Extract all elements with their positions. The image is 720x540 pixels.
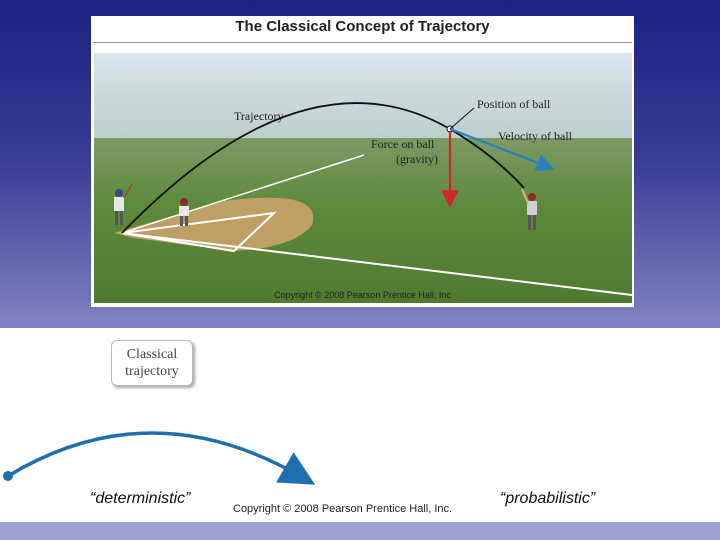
classical-box-line2: trajectory [125,364,179,379]
position-pointer [449,107,475,130]
foul-line-right [121,232,632,296]
bottom-copyright: Copyright © 2008 Pearson Prentice Hall, … [233,503,453,515]
force-label-line1: Force on ball [371,137,435,151]
classical-trajectory-figure: The Classical Concept of Trajectory [91,16,634,307]
probabilistic-label: “probabilistic” [500,490,596,507]
classical-arc [3,431,316,485]
base-paths [121,211,277,253]
bottom-strip [0,522,720,540]
figure-title: The Classical Concept of Trajectory [235,18,490,35]
foul-line-left [121,154,365,234]
arc-start-dot [3,471,13,481]
classical-box-line1: Classical [126,347,178,362]
force-label-line2: (gravity) [396,152,438,166]
velocity-arrow [449,127,555,172]
batter [114,183,133,225]
baseball-field-scene: Trajectory Position of ball Velocity of … [94,53,632,303]
position-label: Position of ball [477,97,551,111]
trajectory-label: Trajectory [234,109,284,123]
figure-copyright: Copyright © 2008 Pearson Prentice Hall, … [274,290,451,300]
pitcher [179,198,189,226]
velocity-label: Velocity of ball [498,129,573,143]
trajectory-future [449,128,525,189]
title-divider [93,42,632,43]
classical-trajectory-box: Classical trajectory [111,340,193,386]
deterministic-label: “deterministic” [90,490,191,507]
outfielder [521,188,537,230]
arc-path [7,431,316,485]
